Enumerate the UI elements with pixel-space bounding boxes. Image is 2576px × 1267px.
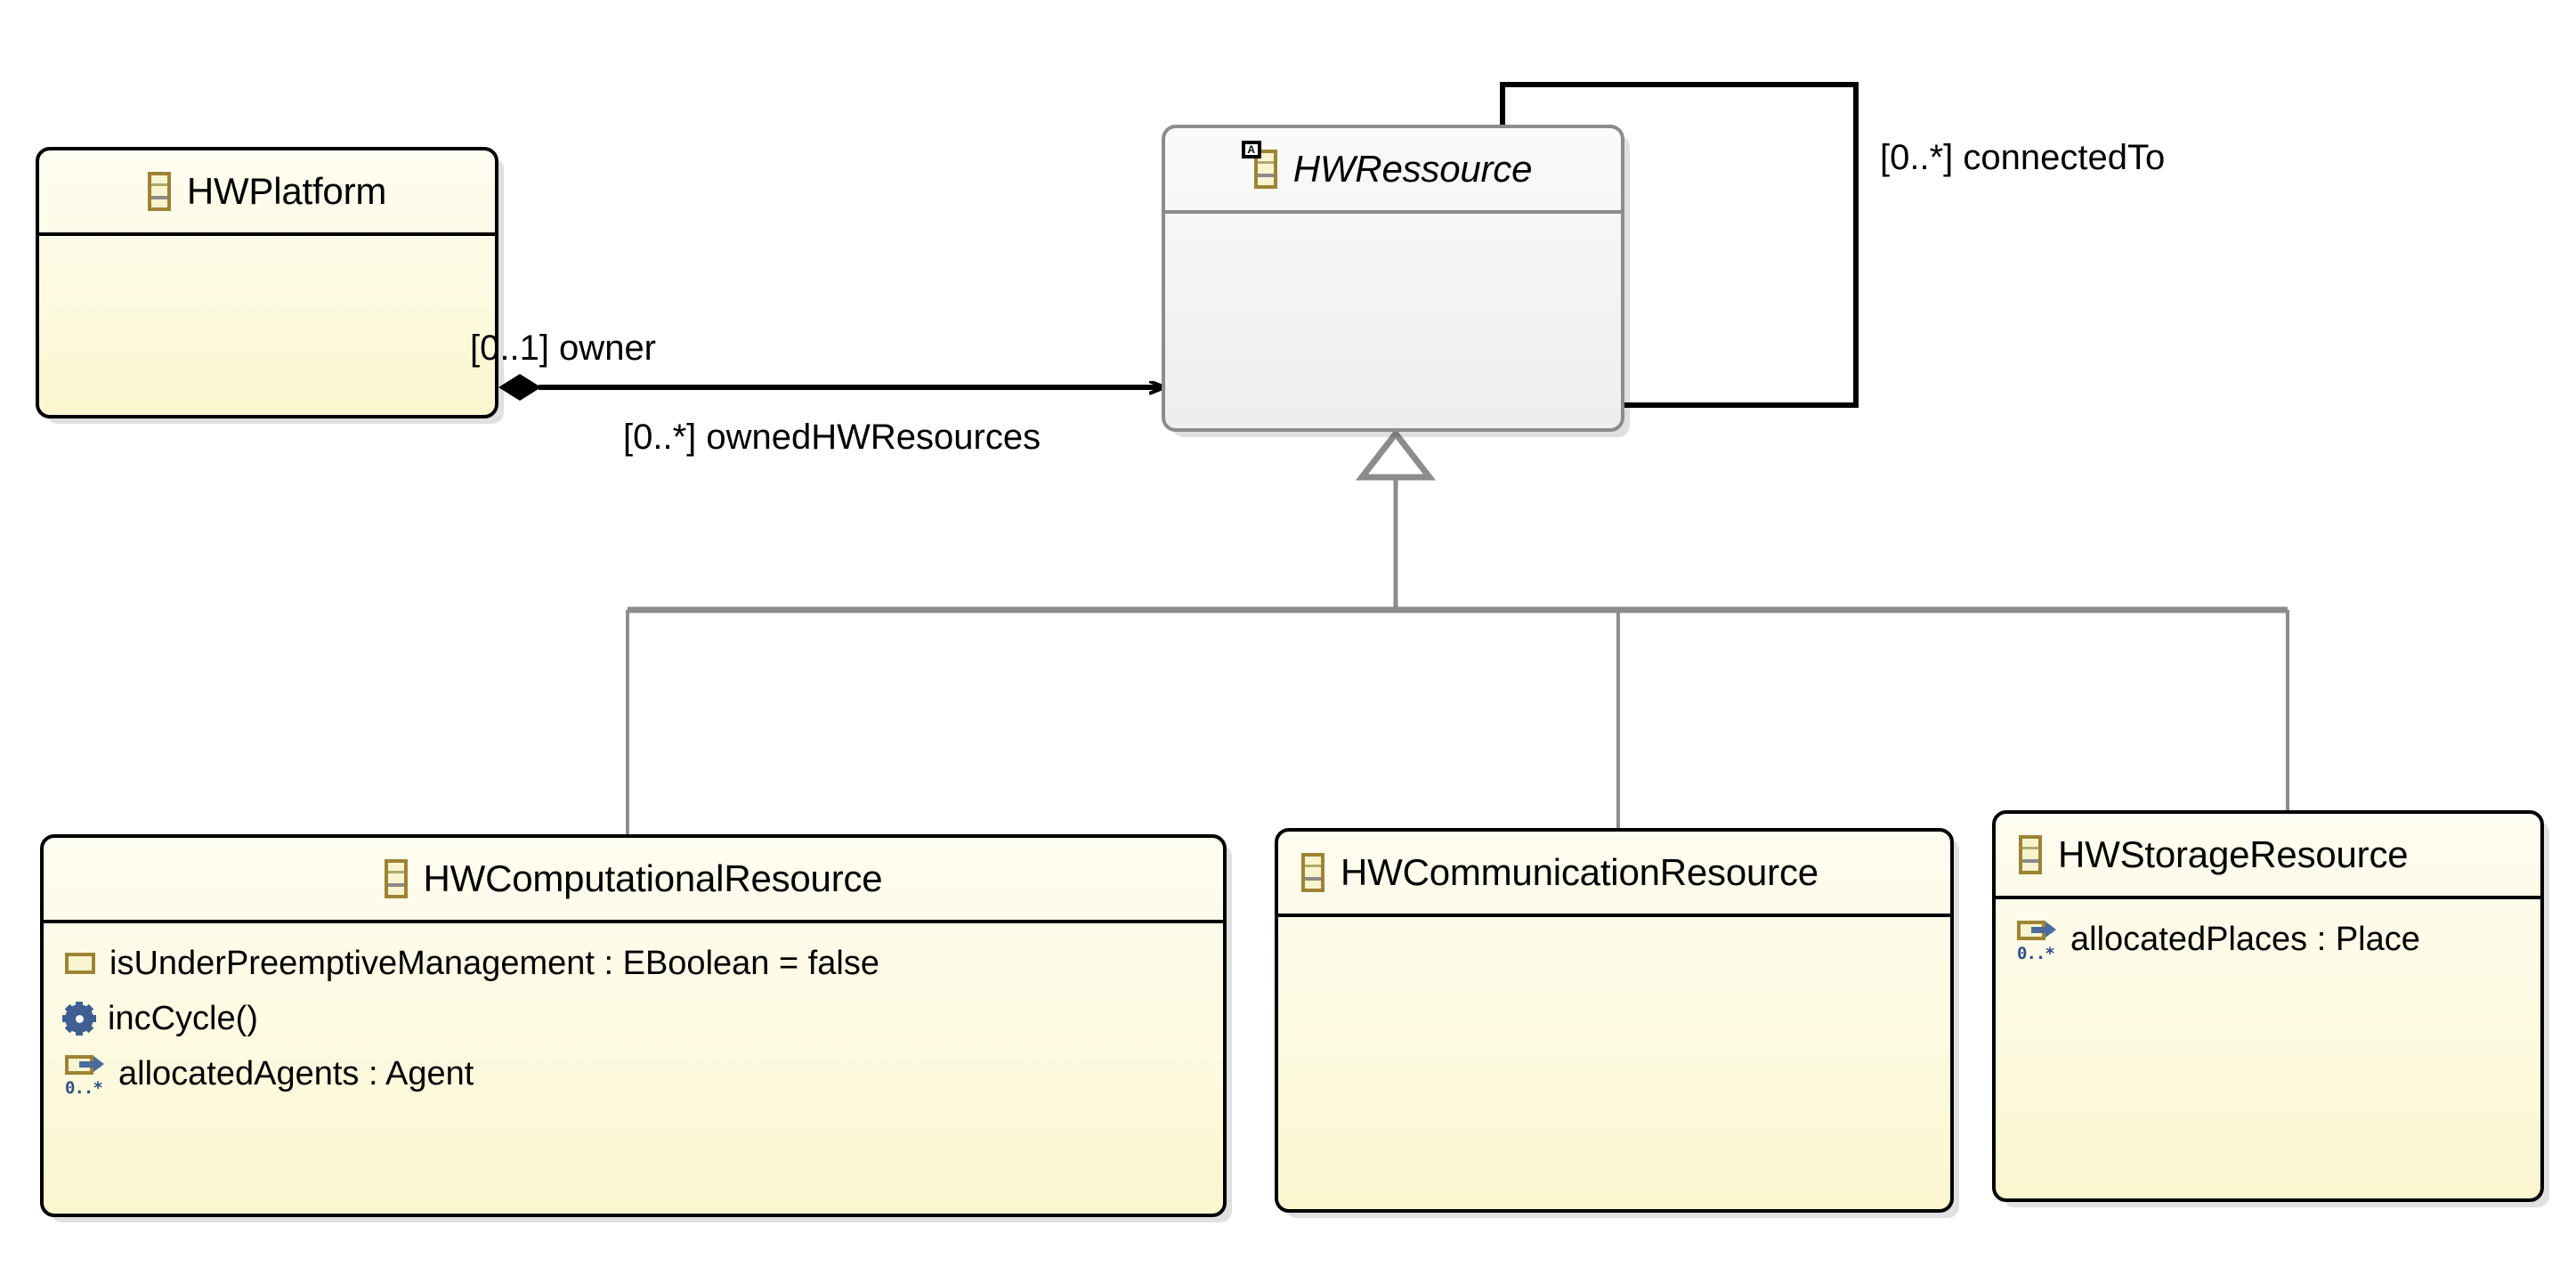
attribute-icon <box>65 953 95 974</box>
class-icon <box>2019 835 2042 874</box>
class-header-hwcommunicationresource: HWCommunicationResource <box>1278 832 1950 917</box>
class-icon <box>1301 853 1324 892</box>
operation-label: incCycle() <box>108 999 258 1037</box>
class-header-hwplatform: HWPlatform <box>39 150 495 236</box>
class-body-hwcommunicationresource <box>1278 917 1950 930</box>
reference-icon: 0..* <box>65 1053 104 1098</box>
class-name-hwcommunicationresource: HWCommunicationResource <box>1341 851 1819 893</box>
abstract-badge: A <box>1241 141 1261 158</box>
reference-multiplicity: 0..* <box>2017 944 2055 963</box>
class-icon <box>384 859 408 898</box>
class-box-hwplatform[interactable]: HWPlatform <box>36 147 498 418</box>
class-header-hwressource: A HWRessource <box>1165 128 1621 214</box>
class-header-hwcomputationalresource: HWComputationalResource <box>44 838 1223 923</box>
class-body-hwstorageresource: 0..* allocatedPlaces : Place <box>1996 899 2540 967</box>
operation-row[interactable]: incCycle() <box>44 991 1223 1046</box>
class-box-hwcommunicationresource[interactable]: HWCommunicationResource <box>1275 828 1954 1213</box>
reference-icon: 0..* <box>2017 919 2056 963</box>
attribute-row[interactable]: isUnderPreemptiveManagement : EBoolean =… <box>44 936 1223 991</box>
reference-label: allocatedPlaces : Place <box>2070 920 2420 958</box>
generalization-tree <box>626 428 2289 834</box>
class-name-hwstorageresource: HWStorageResource <box>2058 833 2409 875</box>
operation-icon <box>62 1002 96 1036</box>
owner-association-line <box>498 374 1164 401</box>
association-label-ownedhwresources[interactable]: [0..*] ownedHWResources <box>623 418 1041 457</box>
class-body-hwressource <box>1165 214 1621 226</box>
class-icon <box>147 172 171 211</box>
class-box-hwcomputationalresource[interactable]: HWComputationalResource isUnderPreemptiv… <box>40 834 1227 1217</box>
class-body-hwplatform <box>39 236 495 248</box>
class-box-hwressource[interactable]: A HWRessource <box>1162 125 1624 432</box>
inheritance-triangle <box>1355 428 1437 481</box>
attribute-label: isUnderPreemptiveManagement : EBoolean =… <box>109 944 879 982</box>
class-name-hwressource: HWRessource <box>1292 148 1533 190</box>
class-body-hwcomputationalresource: isUnderPreemptiveManagement : EBoolean =… <box>44 923 1223 1101</box>
reference-row[interactable]: 0..* allocatedAgents : Agent <box>44 1046 1223 1101</box>
reference-multiplicity: 0..* <box>65 1078 103 1098</box>
association-label-connectedto[interactable]: [0..*] connectedTo <box>1880 138 2166 177</box>
class-name-hwplatform: HWPlatform <box>186 170 387 212</box>
association-label-owner[interactable]: [0..1] owner <box>470 329 657 368</box>
abstract-class-icon: A <box>1241 141 1277 189</box>
class-box-hwstorageresource[interactable]: HWStorageResource 0..* allocatedPlaces :… <box>1992 810 2544 1202</box>
reference-row[interactable]: 0..* allocatedPlaces : Place <box>1996 912 2540 967</box>
composition-diamond <box>498 374 541 401</box>
class-name-hwcomputationalresource: HWComputationalResource <box>423 857 883 899</box>
reference-label: allocatedAgents : Agent <box>118 1054 474 1092</box>
class-header-hwstorageresource: HWStorageResource <box>1996 814 2540 899</box>
